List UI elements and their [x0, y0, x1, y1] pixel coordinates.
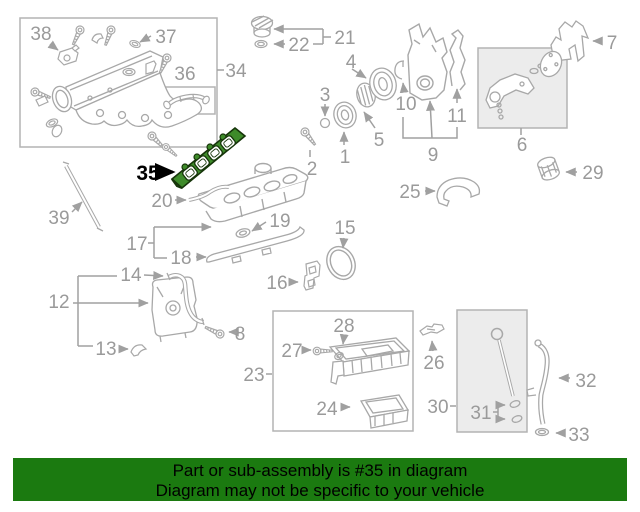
dipstick-group-box — [456, 309, 528, 433]
engine-bracket-part-6 — [485, 50, 563, 120]
part-label-32: 32 — [575, 371, 596, 392]
oil-pan-lower-part-24 — [359, 394, 410, 429]
guide-part-10 — [394, 60, 405, 80]
grommet-part-19 — [235, 228, 251, 238]
part-label-38: 38 — [30, 24, 51, 45]
valve-cover-gasket-part-18 — [206, 225, 305, 264]
pcv-hose-part-20 — [188, 184, 230, 202]
hose-part-36 — [163, 93, 210, 110]
part-label-15: 15 — [334, 218, 355, 239]
bolt-part-8 — [203, 323, 226, 340]
gasket-part-25 — [436, 177, 481, 207]
part-label-7: 7 — [607, 33, 618, 54]
part-label-22: 22 — [288, 35, 309, 56]
filler-cap-seal — [254, 39, 268, 49]
highlighted-part-35-manifold-gasket — [170, 126, 247, 190]
part-label-6: 6 — [517, 135, 528, 156]
part-label-1: 1 — [340, 147, 351, 168]
pilot-ball-part-3 — [319, 117, 331, 129]
oil-filter-part-29 — [537, 156, 560, 181]
banner-line1: Part or sub-assembly is #35 in diagram — [172, 461, 468, 480]
part-label-3: 3 — [320, 85, 331, 106]
crank-pulley-part-1 — [333, 101, 357, 129]
tube-oring-part-33 — [534, 427, 550, 437]
highlight-info-banner: Part or sub-assembly is #35 in diagram D… — [13, 458, 627, 501]
part-label-36: 36 — [174, 64, 195, 85]
banner-line2: Diagram may not be specific to your vehi… — [155, 480, 485, 500]
part-label-8: 8 — [235, 324, 246, 345]
part-label-17: 17 — [126, 234, 147, 255]
part-label-11: 11 — [447, 106, 467, 127]
oil-filler-cap — [250, 15, 274, 38]
cover-gasket-part-11 — [449, 29, 466, 91]
bolt-part-2 — [298, 125, 319, 148]
part-label-5: 5 — [374, 130, 385, 151]
part-label-28: 28 — [333, 316, 354, 337]
oil-dipstick-part-30 — [490, 327, 515, 397]
part-label-25: 25 — [399, 182, 420, 203]
leader-lines — [47, 24, 603, 438]
crank-pulley-parts — [319, 60, 405, 129]
gasket-part-7 — [550, 20, 590, 63]
part-label-34: 34 — [225, 61, 247, 82]
part-label-2: 2 — [307, 159, 318, 180]
part-label-18: 18 — [170, 248, 191, 269]
part-label-14: 14 — [120, 265, 142, 286]
bracket-part-16 — [303, 260, 321, 291]
part-label-35-highlighted: 35 — [136, 162, 160, 185]
part-label-13: 13 — [95, 339, 116, 360]
clip-part-13 — [130, 344, 148, 357]
idler-pulley-part-4 — [369, 67, 397, 101]
drain-plug-gasket-part-28 — [334, 351, 344, 361]
part-label-10: 10 — [395, 94, 416, 115]
part-label-16: 16 — [266, 273, 287, 294]
manifold-fasteners — [29, 24, 180, 159]
part-label-29: 29 — [582, 163, 603, 184]
part-label-19: 19 — [269, 211, 290, 232]
timing-cover-part-9 — [407, 22, 448, 101]
valve-cover-drawing — [197, 162, 309, 223]
oil-pan-upper-drawing — [328, 337, 411, 385]
dipstick-orings-part-31 — [509, 400, 523, 423]
part-label-12: 12 — [48, 292, 69, 313]
dipstick-rod-part-39 — [62, 161, 104, 232]
bracket-part-26 — [419, 323, 445, 336]
part-label-23: 23 — [243, 365, 264, 386]
part-label-37: 37 — [155, 27, 176, 48]
part-label-4: 4 — [346, 52, 357, 73]
part-label-33: 33 — [568, 425, 589, 446]
part-label-9: 9 — [428, 145, 439, 166]
part-label-31: 31 — [470, 403, 491, 424]
part-label-27: 27 — [281, 341, 302, 362]
dipstick-tube-part-32 — [526, 339, 550, 425]
tube-part-14 — [166, 272, 205, 326]
part-label-20: 20 — [151, 191, 172, 212]
gasket-ports — [182, 135, 236, 181]
part-label-21: 21 — [334, 28, 355, 49]
part-label-39: 39 — [48, 208, 69, 229]
hook-bracket-part — [91, 33, 104, 44]
intake-manifold-drawing — [51, 50, 203, 128]
part-label-26: 26 — [423, 353, 444, 374]
part-label-30: 30 — [427, 397, 448, 418]
oval-gasket-part-15 — [326, 245, 356, 281]
part-label-24: 24 — [316, 399, 338, 420]
